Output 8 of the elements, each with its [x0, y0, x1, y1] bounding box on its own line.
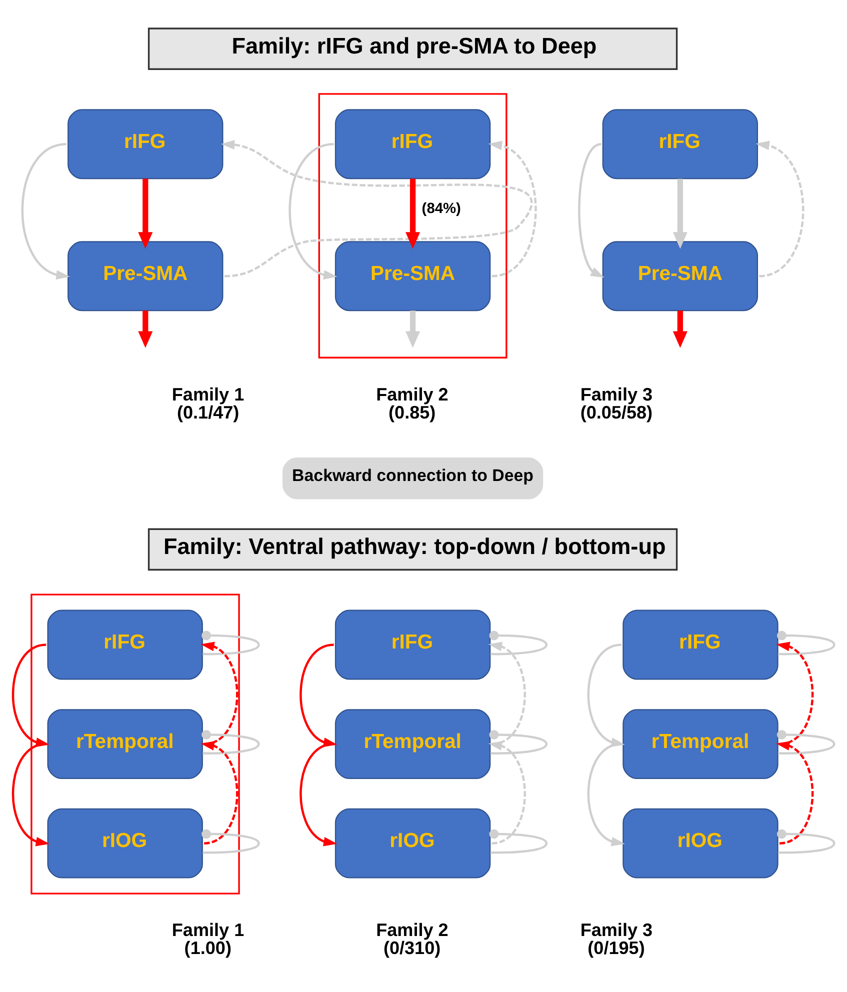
label: Family 2 (0/310): [376, 920, 448, 958]
label: Family 3 (0.05/58): [580, 384, 653, 422]
label: Family 3 (0/195): [580, 920, 653, 958]
legend-label: Backward connection to Deep: [292, 466, 534, 486]
edge-label: (84%): [422, 200, 461, 217]
label: Family 1 (0.1/47): [172, 384, 244, 422]
label: Family 1 (1.00): [172, 920, 244, 958]
label: Family 2 (0.85): [376, 384, 448, 422]
